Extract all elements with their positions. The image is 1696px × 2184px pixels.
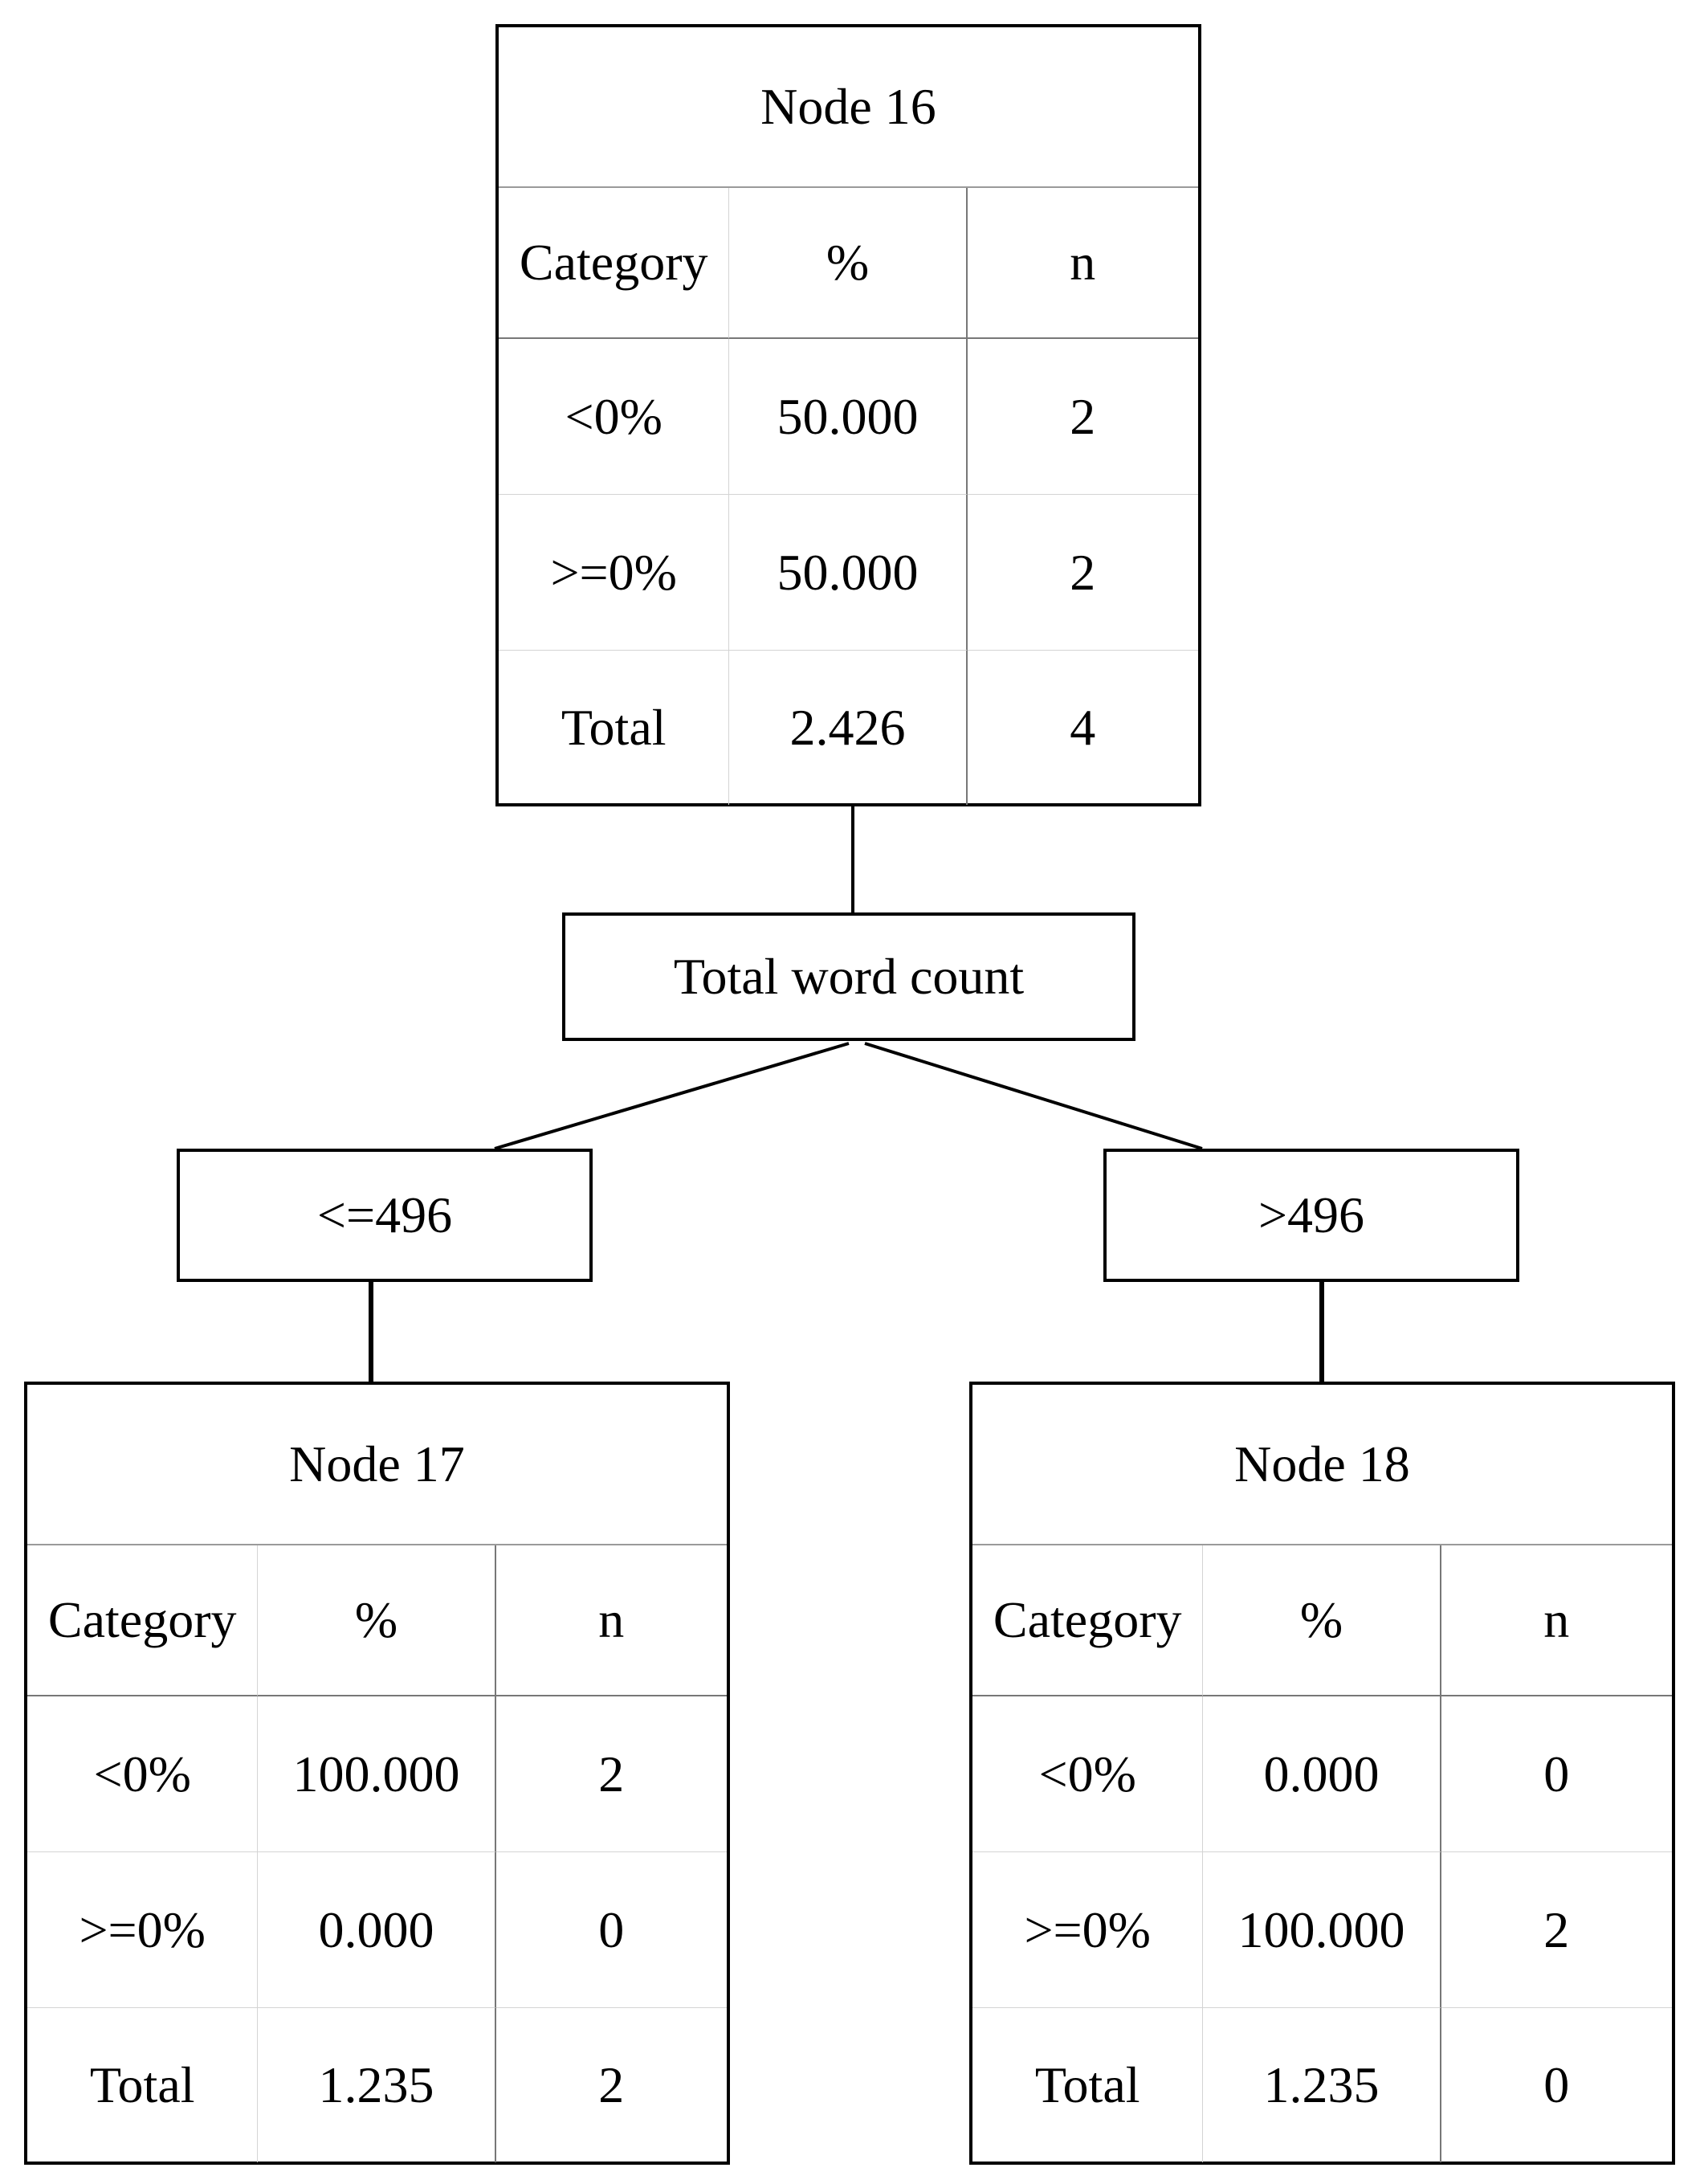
header-category: Category [499,188,730,339]
row-category: >=0% [972,1852,1204,2008]
header-percent: % [729,188,968,339]
row-n: 2 [598,2056,625,2113]
row-percent: 1.235 [258,2008,496,2162]
split-variable-box: Total word count [562,912,1135,1041]
connector-split-to-left [494,1042,850,1150]
node-16-table: Node 16 Category % n <0% 50.000 2 >=0% 5… [495,24,1201,806]
node-title: Node 18 [972,1385,1672,1545]
row-n: 0 [1441,1696,1672,1852]
branch-label-right: >496 [1103,1149,1519,1282]
row-category: >=0% [27,1852,259,2008]
row-category: <0% [27,1696,259,1852]
node-title: Node 17 [27,1385,727,1545]
row-percent: 100.000 [1203,1852,1441,2008]
row-n: 2 [967,339,1198,495]
row-category: >=0% [499,495,730,651]
row-percent: 0.000 [258,1852,496,2008]
row-category: <0% [499,339,730,495]
header-category: Category [972,1545,1204,1696]
header-n: n [495,1545,727,1696]
row-category: Total [499,651,730,805]
row-percent: 1.235 [1203,2008,1441,2162]
header-category: Category [27,1545,259,1696]
row-n: 2 [1441,1852,1672,2008]
node-18-table: Node 18 Category % n <0% 0.000 0 >=0% 10… [969,1382,1675,2165]
node-title: Node 16 [499,27,1198,188]
row-percent: 50.000 [729,339,968,495]
row-n: 0 [495,1852,727,2008]
branch-label-left: <=496 [177,1149,593,1282]
header-percent: % [258,1545,496,1696]
row-category: Total [972,2008,1204,2162]
header-n: n [1441,1545,1672,1696]
row-percent: 100.000 [258,1696,496,1852]
row-percent: 2.426 [729,651,968,805]
connector-split-to-right [864,1042,1203,1150]
row-percent: 0.000 [1203,1696,1441,1852]
row-n: 2 [495,1696,727,1852]
row-n: 4 [1070,699,1096,756]
row-percent: 50.000 [729,495,968,651]
row-n: 0 [1543,2056,1570,2113]
row-n: 2 [967,495,1198,651]
row-category: <0% [972,1696,1204,1852]
header-n: n [967,188,1198,339]
row-category: Total [27,2008,259,2162]
header-percent: % [1203,1545,1441,1696]
node-17-table: Node 17 Category % n <0% 100.000 2 >=0% … [24,1382,730,2165]
